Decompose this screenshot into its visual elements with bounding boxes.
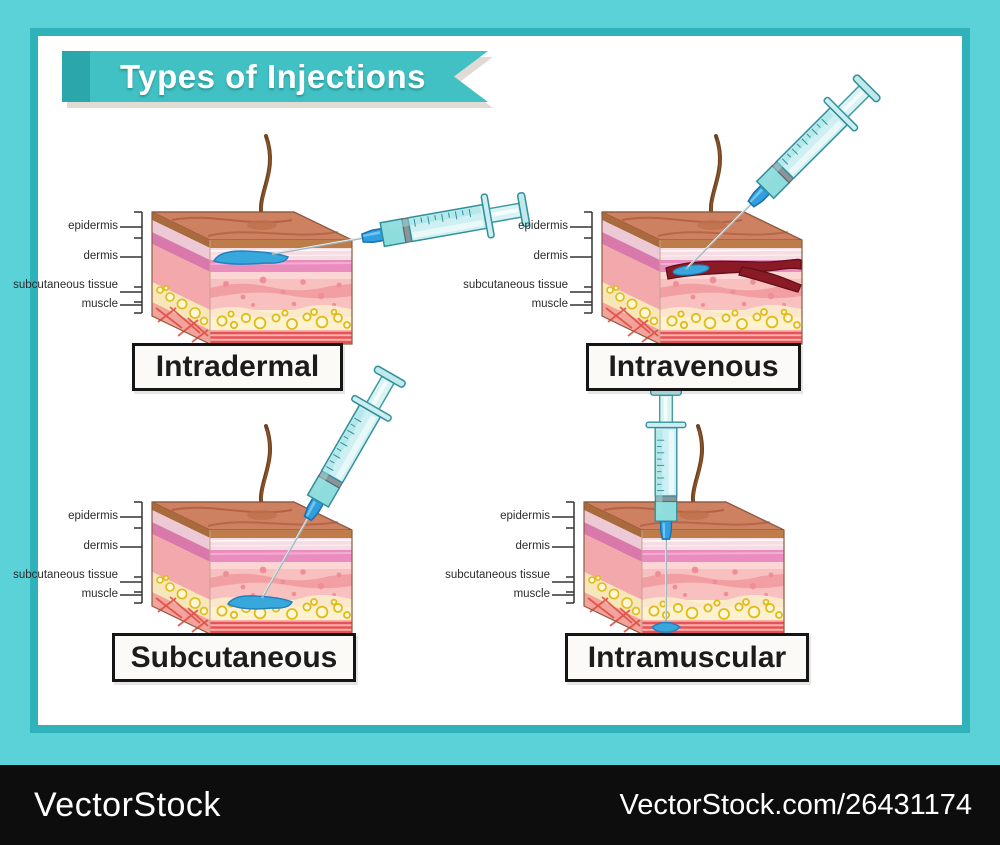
label-subcutaneous-tissue: subcutaneous tissue bbox=[463, 279, 568, 291]
caption-intravenous: Intravenous bbox=[586, 343, 801, 391]
leader-lines-subcutaneous bbox=[119, 501, 143, 604]
caption-intramuscular-label: Intramuscular bbox=[587, 640, 787, 674]
caption-subcutaneous-label: Subcutaneous bbox=[130, 640, 338, 674]
leader-lines-intravenous bbox=[569, 211, 593, 314]
label-epidermis: epidermis bbox=[518, 220, 568, 232]
label-epidermis: epidermis bbox=[68, 510, 118, 522]
watermark-bar: VectorStock VectorStock.com/26431174 bbox=[0, 765, 1000, 845]
panel-intramuscular-art bbox=[551, 387, 786, 636]
skin-block-intramuscular bbox=[582, 424, 786, 636]
caption-intramuscular: Intramuscular bbox=[565, 633, 809, 682]
label-muscle: muscle bbox=[81, 298, 118, 310]
label-dermis: dermis bbox=[83, 540, 118, 552]
label-subcutaneous-tissue: subcutaneous tissue bbox=[445, 569, 550, 581]
label-muscle: muscle bbox=[513, 588, 550, 600]
label-epidermis: epidermis bbox=[500, 510, 550, 522]
caption-intradermal: Intradermal bbox=[132, 343, 343, 391]
label-dermis: dermis bbox=[515, 540, 550, 552]
fluid-splash-muscle bbox=[650, 621, 682, 633]
fluid-blob-dermis bbox=[212, 250, 290, 265]
caption-intradermal-label: Intradermal bbox=[155, 350, 320, 383]
watermark-url: VectorStock.com/26431174 bbox=[619, 788, 972, 821]
panel-intravenous-art bbox=[569, 69, 886, 346]
label-dermis: dermis bbox=[83, 250, 118, 262]
caption-subcutaneous: Subcutaneous bbox=[112, 633, 356, 682]
watermark-brand: VectorStock bbox=[34, 785, 221, 824]
caption-intravenous-label: Intravenous bbox=[608, 350, 779, 383]
banner-accent-square bbox=[62, 51, 90, 102]
label-epidermis: epidermis bbox=[68, 220, 118, 232]
label-subcutaneous-tissue: subcutaneous tissue bbox=[13, 279, 118, 291]
title-banner: Types of Injections bbox=[62, 51, 488, 102]
leader-lines-intradermal bbox=[119, 211, 143, 314]
label-dermis: dermis bbox=[533, 250, 568, 262]
fluid-blob-subcutaneous bbox=[226, 595, 293, 610]
label-subcutaneous-tissue: subcutaneous tissue bbox=[13, 569, 118, 581]
leader-lines-intramuscular bbox=[551, 501, 575, 604]
skin-block-intradermal bbox=[150, 134, 354, 346]
panel-intradermal-art bbox=[119, 134, 532, 346]
label-muscle: muscle bbox=[531, 298, 568, 310]
panel-subcutaneous-art bbox=[119, 361, 412, 636]
page-title: Types of Injections bbox=[120, 57, 426, 95]
label-muscle: muscle bbox=[81, 588, 118, 600]
